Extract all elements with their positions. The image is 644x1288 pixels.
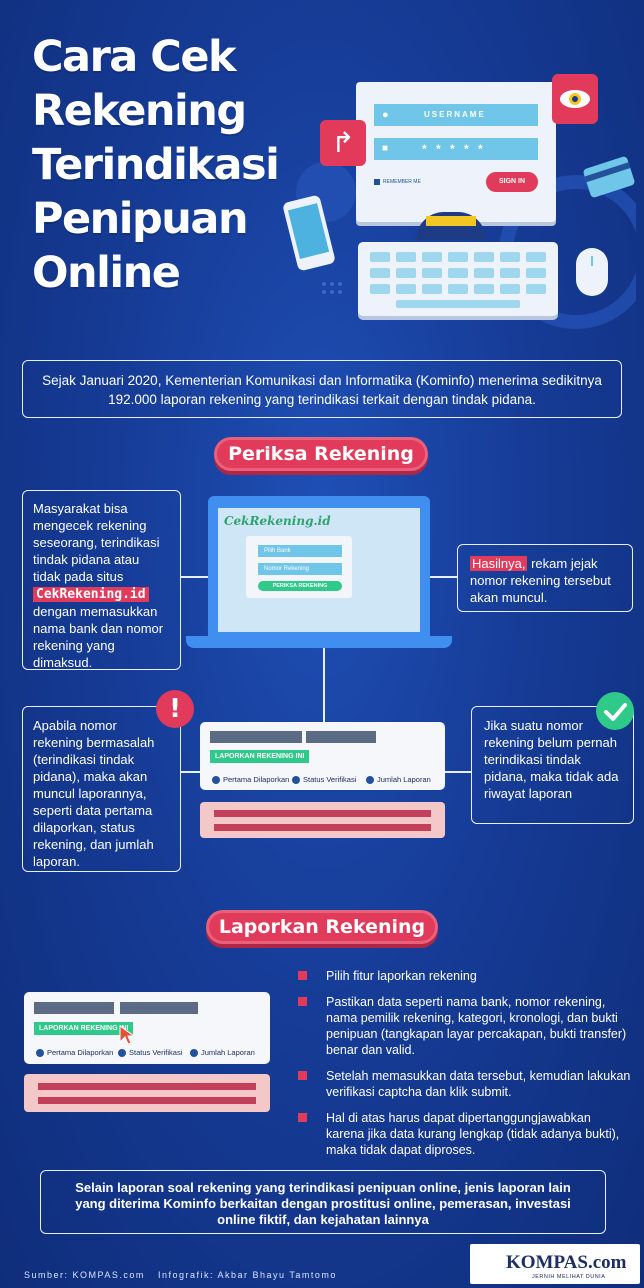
mouse-icon: [576, 248, 608, 296]
connector-line: [180, 771, 202, 773]
section-title-periksa: Periksa Rekening: [214, 437, 428, 471]
source-credit: Sumber: KOMPAS.com: [24, 1270, 145, 1280]
eye-icon: [552, 74, 598, 124]
intro-box: Sejak Januari 2020, Kementerian Komunika…: [22, 360, 622, 418]
report-steps-list: Pilih fitur laporkan rekening Pastikan d…: [296, 968, 631, 1168]
site-logo: CekRekening.id: [224, 514, 331, 528]
laptop-illustration: CekRekening.id Pilih Bank Nomor Rekening…: [186, 496, 452, 648]
connector-line: [428, 576, 458, 578]
report-card: LAPORKAN REKENING INI Pertama Dilaporkan…: [200, 722, 445, 790]
keyboard-keys: [370, 252, 546, 308]
list-item: Setelah memasukkan data tersebut, kemudi…: [296, 1068, 631, 1100]
laptop-base: [186, 636, 452, 648]
connector-line: [444, 771, 472, 773]
warning-icon: !: [156, 690, 194, 728]
placeholder-bar: [210, 731, 302, 743]
check-info-box: Masyarakat bisa mengecek rekening seseor…: [22, 490, 181, 670]
kompas-logo: KOMPAS.com JERNIH MELIHAT DUNIA: [470, 1244, 640, 1284]
check-account-button: PERIKSA REKENING: [258, 581, 342, 591]
legend-report-count: Jumlah Laporan: [190, 1048, 255, 1057]
page-title: Cara Cek Rekening Terindikasi Penipuan O…: [32, 32, 280, 298]
legend-verification-status: Status Verifikasi: [292, 775, 356, 784]
laptop-screen: CekRekening.id Pilih Bank Nomor Rekening…: [218, 508, 420, 632]
account-input: Nomor Rekening: [258, 563, 342, 575]
placeholder-bar: [306, 731, 376, 743]
placeholder-bar: [214, 824, 431, 831]
infographic-credit: Infografik: Akbar Bhayu Tamtomo: [158, 1270, 337, 1280]
login-window: ● USERNAME ■ * * * * * REMEMBER ME SIGN …: [356, 82, 556, 222]
list-item: Pilih fitur laporkan rekening: [296, 968, 631, 984]
list-item: Hal di atas harus dapat dipertanggungjaw…: [296, 1110, 631, 1158]
legend-first-reported: Pertama Dilaporkan: [36, 1048, 113, 1057]
user-icon: ●: [382, 109, 391, 121]
legend-report-count: Jumlah Laporan: [366, 775, 431, 784]
placeholder-bar: [38, 1083, 256, 1090]
search-form: Pilih Bank Nomor Rekening PERIKSA REKENI…: [246, 536, 352, 598]
report-detail-card: [200, 802, 445, 838]
keyboard: [358, 242, 558, 316]
report-account-button-2: LAPORKAN REKENING INI: [34, 1022, 134, 1035]
footer-note: Selain laporan soal rekening yang terind…: [40, 1170, 606, 1234]
logo-tagline: JERNIH MELIHAT DUNIA: [532, 1274, 606, 1280]
bank-select: Pilih Bank: [258, 545, 342, 557]
legend-verification-status: Status Verifikasi: [118, 1048, 182, 1057]
lock-icon: ■: [382, 143, 392, 154]
phishing-hook-icon: ↱: [320, 120, 366, 166]
result-info-box: Hasilnya, rekam jejak nomor rekening ter…: [457, 544, 633, 612]
section-title-laporkan: Laporkan Rekening: [206, 910, 438, 944]
report-account-button: LAPORKAN REKENING INI: [210, 750, 310, 763]
signin-button: SIGN IN: [486, 172, 538, 192]
remember-checkbox: REMEMBER ME: [374, 179, 421, 185]
report-card-2: LAPORKAN REKENING INI Pertama Dilaporkan…: [24, 992, 270, 1064]
clean-info-box: Jika suatu nomor rekening belum pernah t…: [471, 706, 634, 824]
check-icon: [596, 692, 634, 730]
legend-first-reported: Pertama Dilaporkan: [212, 775, 289, 784]
list-item: Pastikan data seperti nama bank, nomor r…: [296, 994, 631, 1058]
cursor-arrow-icon: [116, 1024, 136, 1051]
site-highlight: CekRekening.id: [33, 587, 149, 602]
password-field: ■ * * * * *: [374, 138, 538, 160]
placeholder-bar: [214, 810, 431, 817]
connector-line: [180, 576, 210, 578]
logo-text: KOMPAS.com: [506, 1252, 627, 1273]
hacker-figure: [416, 212, 486, 240]
placeholder-bar: [34, 1002, 114, 1014]
connector-line: [323, 648, 325, 722]
problem-info-box: Apabila nomor rekening bermasalah (terin…: [22, 706, 181, 872]
hero-illustration: ● USERNAME ■ * * * * * REMEMBER ME SIGN …: [282, 62, 636, 334]
placeholder-bar: [38, 1097, 256, 1104]
report-detail-card-2: [24, 1074, 270, 1112]
placeholder-bar: [120, 1002, 198, 1014]
username-field: ● USERNAME: [374, 104, 538, 126]
